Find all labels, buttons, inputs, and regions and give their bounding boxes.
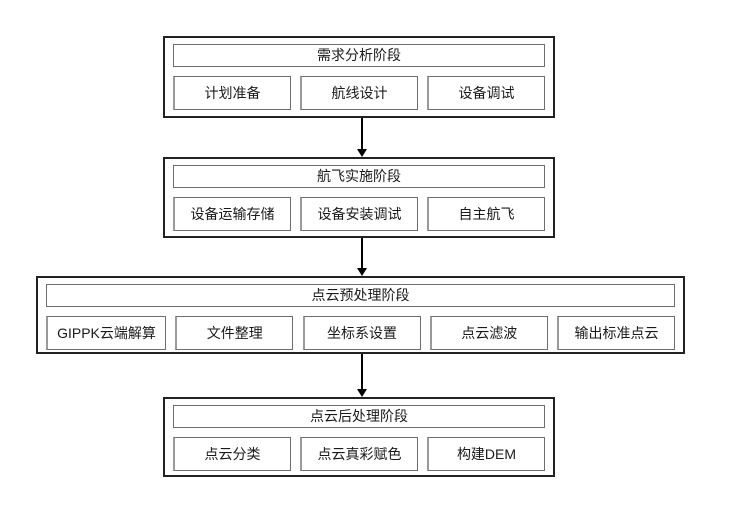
arrow-line — [361, 238, 363, 268]
flow-arrow-3 — [357, 354, 367, 397]
step-output-standard-pointcloud: 输出标准点云 — [557, 316, 675, 350]
flow-arrow-1 — [357, 118, 367, 157]
step-autonomous-flight: 自主航飞 — [427, 197, 545, 231]
step-equipment-debug: 设备调试 — [427, 76, 545, 110]
arrow-down-icon — [357, 389, 367, 397]
stage-title-flight: 航飞实施阶段 — [173, 165, 545, 188]
step-pointcloud-filtering: 点云滤波 — [429, 316, 548, 350]
step-plan-preparation: 计划准备 — [173, 76, 291, 110]
stage-requirements-analysis: 需求分析阶段 计划准备 航线设计 设备调试 — [163, 36, 555, 118]
stage-title-requirements: 需求分析阶段 — [173, 44, 545, 67]
steps-row: 设备运输存储 设备安装调试 自主航飞 — [173, 197, 545, 231]
step-gippk-cloud-solution: GIPPK云端解算 — [46, 316, 166, 350]
stage-pointcloud-postprocessing: 点云后处理阶段 点云分类 点云真彩赋色 构建DEM — [163, 397, 555, 477]
steps-row: 点云分类 点云真彩赋色 构建DEM — [173, 437, 545, 471]
step-build-dem: 构建DEM — [427, 437, 545, 471]
stage-title-preprocessing: 点云预处理阶段 — [46, 284, 675, 307]
step-equipment-transport-storage: 设备运输存储 — [173, 197, 291, 231]
stage-flight-implementation: 航飞实施阶段 设备运输存储 设备安装调试 自主航飞 — [163, 157, 555, 238]
steps-row: 计划准备 航线设计 设备调试 — [173, 76, 545, 110]
step-pointcloud-classification: 点云分类 — [173, 437, 291, 471]
stage-title-postprocessing: 点云后处理阶段 — [173, 405, 545, 428]
flow-arrow-2 — [357, 238, 367, 276]
step-pointcloud-truecolor: 点云真彩赋色 — [300, 437, 418, 471]
step-equipment-install-debug: 设备安装调试 — [300, 197, 418, 231]
arrow-line — [361, 118, 363, 149]
steps-row: GIPPK云端解算 文件整理 坐标系设置 点云滤波 输出标准点云 — [46, 316, 675, 350]
arrow-down-icon — [357, 149, 367, 157]
arrow-line — [361, 354, 363, 389]
stage-pointcloud-preprocessing: 点云预处理阶段 GIPPK云端解算 文件整理 坐标系设置 点云滤波 输出标准点云 — [36, 276, 685, 354]
arrow-down-icon — [357, 268, 367, 276]
step-route-design: 航线设计 — [300, 76, 418, 110]
step-coordinate-system-setup: 坐标系设置 — [302, 316, 421, 350]
step-file-organize: 文件整理 — [175, 316, 294, 350]
